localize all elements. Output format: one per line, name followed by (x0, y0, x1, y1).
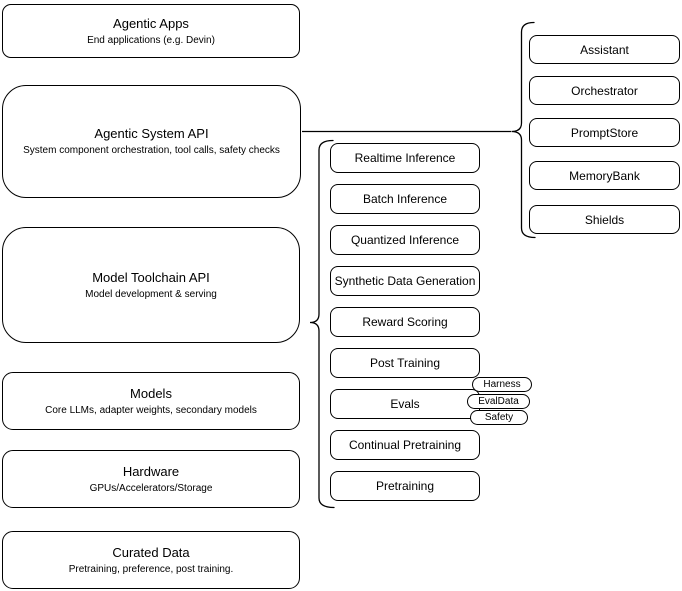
node-agentic-system-api-title: Agentic System API (94, 126, 209, 141)
node-models-subtitle: Core LLMs, adapter weights, secondary mo… (45, 404, 257, 416)
node-reward-scoring: Reward Scoring (330, 307, 480, 337)
node-realtime-inference: Realtime Inference (330, 143, 480, 173)
node-curated-data: Curated Data Pretraining, preference, po… (2, 531, 300, 589)
node-agentic-apps-title: Agentic Apps (113, 15, 189, 31)
node-agentic-apps: Agentic Apps End applications (e.g. Devi… (2, 4, 300, 58)
tag-safety: Safety (470, 410, 528, 425)
node-agentic-apps-subtitle: End applications (e.g. Devin) (87, 34, 215, 46)
node-synthetic-data-generation: Synthetic Data Generation (330, 266, 480, 296)
node-models-title: Models (130, 385, 172, 401)
node-curated-data-title: Curated Data (112, 544, 190, 560)
node-pretraining: Pretraining (330, 471, 480, 501)
node-agentic-system-api: Agentic System API System component orch… (2, 85, 301, 198)
tag-evaldata: EvalData (467, 394, 530, 409)
node-hardware-title: Hardware (122, 463, 180, 479)
node-models: Models Core LLMs, adapter weights, secon… (2, 372, 300, 430)
node-orchestrator: Orchestrator (529, 76, 680, 105)
node-assistant: Assistant (529, 35, 680, 64)
node-post-training: Post Training (330, 348, 480, 378)
node-memorybank: MemoryBank (529, 161, 680, 190)
tag-harness: Harness (472, 377, 532, 392)
node-batch-inference: Batch Inference (330, 184, 480, 214)
node-model-toolchain-api-subtitle: Model development & serving (85, 288, 217, 300)
node-evals: Evals (330, 389, 480, 419)
node-quantized-inference: Quantized Inference (330, 225, 480, 255)
node-hardware-subtitle: GPUs/Accelerators/Storage (89, 482, 213, 494)
node-hardware: Hardware GPUs/Accelerators/Storage (2, 450, 300, 508)
node-shields: Shields (529, 205, 680, 234)
node-promptstore: PromptStore (529, 118, 680, 147)
node-continual-pretraining: Continual Pretraining (330, 430, 480, 460)
node-curated-data-subtitle: Pretraining, preference, post training. (68, 563, 234, 575)
node-model-toolchain-api: Model Toolchain API Model development & … (2, 227, 300, 343)
node-model-toolchain-api-title: Model Toolchain API (92, 269, 210, 285)
node-agentic-system-api-subtitle: System component orchestration, tool cal… (23, 145, 280, 156)
